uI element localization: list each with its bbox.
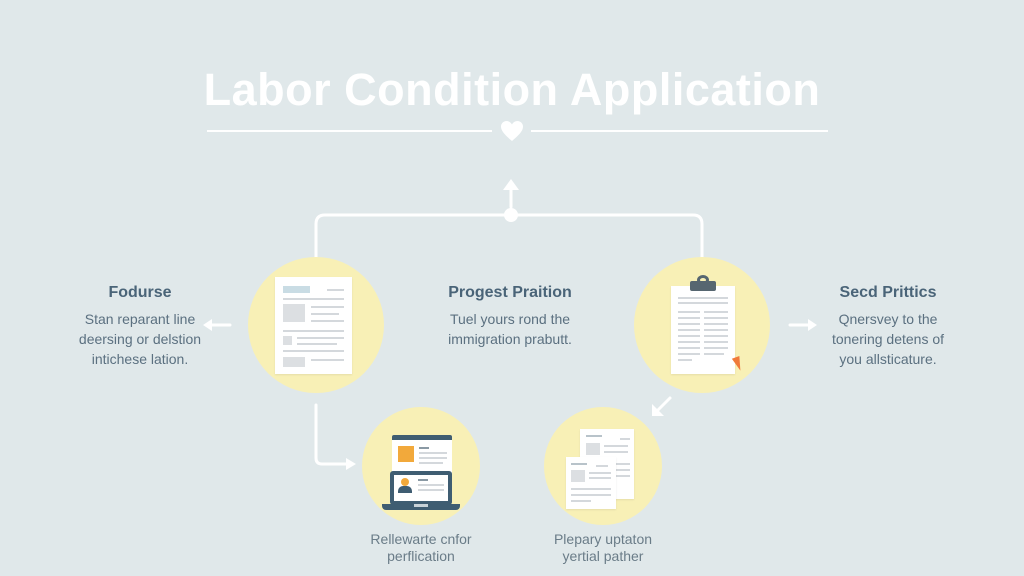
arrow-down-left-icon [652, 404, 664, 416]
label-line: Rellewarte cnfor [370, 531, 472, 547]
node-left-description: Stan reparant line deersing or delstion … [40, 309, 240, 369]
description-line: Qnersvey to the [838, 311, 938, 327]
description-line: immigration prabutt. [448, 331, 572, 347]
node-center-title: Progest Praition [448, 284, 572, 301]
laptop-profile-icon [362, 407, 480, 525]
node-left: Fodurse Stan reparant line deersing or d… [40, 284, 240, 369]
stacked-documents-icon [544, 407, 662, 525]
arrow-right-icon [808, 319, 817, 331]
heart-icon [501, 121, 523, 141]
description-line: intichese lation. [91, 351, 189, 367]
node-center: Progest Praition Tuel yours rond the imm… [410, 284, 610, 349]
document-icon [275, 277, 352, 374]
node-bottom-right-label: Plepary uptaton yertial pather [513, 531, 693, 565]
step-circle-bottom-right [544, 407, 662, 525]
step-circle-left [248, 257, 384, 393]
node-right: Secd Prittics Qnersvey to the tonering d… [790, 284, 986, 369]
node-left-title: Fodurse [108, 284, 172, 301]
description-line: tonering detens of [831, 331, 945, 347]
step-circle-right [634, 257, 770, 393]
step-circle-bottom-left [362, 407, 480, 525]
label-line: perflication [387, 548, 455, 564]
description-line: deersing or delstion [78, 331, 202, 347]
title-divider-left [207, 130, 492, 132]
clipboard-icon [634, 257, 770, 393]
label-line: yertial pather [562, 548, 644, 564]
arrow-left-icon [203, 319, 212, 331]
description-line: you allsticature. [839, 351, 937, 367]
description-line: Stan reparant line [84, 311, 196, 327]
node-right-description: Qnersvey to the tonering detens of you a… [790, 309, 986, 369]
description-line: Tuel yours rond the [449, 311, 571, 327]
node-right-title: Secd Prittics [839, 284, 937, 301]
arrow-up-icon [503, 179, 519, 190]
node-center-description: Tuel yours rond the immigration prabutt. [410, 309, 610, 349]
node-bottom-left-label: Rellewarte cnfor perflication [331, 531, 511, 565]
label-line: Plepary uptaton [553, 531, 653, 547]
page-title: Labor Condition Application [203, 64, 821, 115]
title-divider-right [531, 130, 828, 132]
